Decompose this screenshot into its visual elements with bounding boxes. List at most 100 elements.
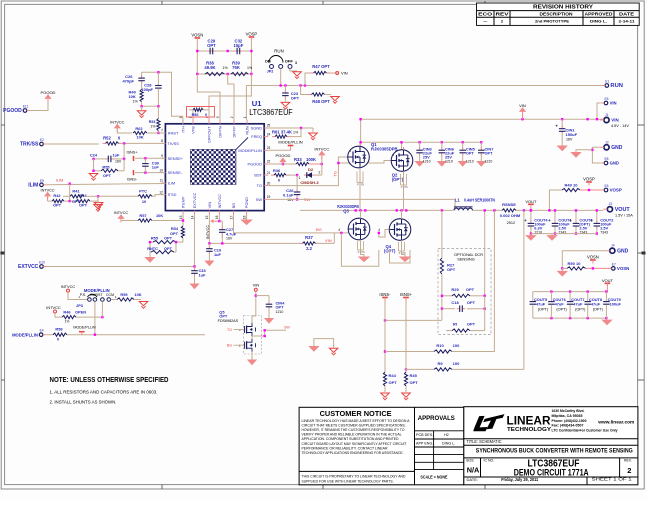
svg-text:6: 6: [179, 116, 183, 118]
svg-text:R50 10: R50 10: [568, 261, 582, 266]
svg-text:R49 10: R49 10: [565, 183, 579, 188]
svg-text:R58: R58: [55, 327, 63, 332]
svg-text:C33: C33: [199, 268, 207, 273]
svg-text:OPT: OPT: [485, 151, 494, 156]
svg-text:2.2: 2.2: [306, 246, 312, 251]
svg-text:20: 20: [267, 181, 271, 185]
svg-text:· P · PS: · P · PS: [356, 184, 365, 187]
svg-text:COUT2: COUT2: [600, 218, 614, 223]
svg-text:C26: C26: [286, 188, 294, 193]
svg-text:OPT: OPT: [467, 322, 476, 327]
svg-text:2.5V: 2.5V: [600, 226, 608, 231]
svg-text:MODE/PLLIN: MODE/PLLIN: [238, 148, 262, 153]
svg-text:FDS6982AS: FDS6982AS: [218, 319, 239, 323]
svg-text:TG: TG: [227, 328, 232, 332]
svg-text:—: —: [483, 19, 487, 24]
svg-text:R42: R42: [53, 193, 61, 198]
svg-text:VOSN: VOSN: [617, 266, 629, 271]
svg-text:3: 3: [216, 116, 220, 118]
svg-text:49.9K: 49.9K: [204, 65, 215, 70]
svg-text:E4: E4: [40, 329, 44, 333]
svg-text:REV: REV: [496, 12, 510, 17]
svg-text:OPT: OPT: [53, 203, 62, 208]
svg-text:16V: 16V: [566, 138, 573, 142]
svg-text:Q4: Q4: [386, 244, 392, 249]
svg-text:C32: C32: [235, 39, 243, 44]
svg-text:2: 2: [230, 116, 234, 118]
svg-text:13: 13: [179, 215, 183, 219]
svg-text:BG: BG: [231, 203, 236, 209]
svg-text:18: 18: [242, 215, 246, 219]
svg-text:R61 37.4K: R61 37.4K: [272, 130, 292, 135]
svg-text:ON: ON: [265, 59, 271, 64]
svg-text:1uF: 1uF: [152, 165, 160, 170]
svg-text:COUT5: COUT5: [534, 297, 548, 302]
svg-text:PGOOD: PGOOD: [41, 90, 56, 95]
svg-text:100: 100: [453, 343, 460, 348]
svg-text:4.7uF: 4.7uF: [226, 232, 237, 237]
svg-text:DIFFOUT: DIFFOUT: [206, 126, 211, 143]
svg-text:COUT8: COUT8: [589, 297, 603, 302]
svg-text:2512: 2512: [507, 221, 515, 225]
svg-text:CIRCUIT BOARD LAYOUT MAY SIGNI: CIRCUIT BOARD LAYOUT MAY SIGNIFICANTLY A…: [302, 441, 407, 446]
svg-text:D2: D2: [308, 167, 314, 172]
svg-text:INTVCC: INTVCC: [314, 146, 329, 151]
svg-text:1210: 1210: [466, 160, 474, 164]
svg-text:PGND: PGND: [244, 197, 249, 208]
svg-text:9: 9: [161, 154, 163, 158]
svg-text:ISNS+: ISNS+: [126, 151, 138, 155]
svg-text:E10: E10: [39, 261, 45, 265]
svg-text:MODE/PLLIN: MODE/PLLIN: [73, 326, 96, 330]
svg-text:LTC Confidential-For Customer: LTC Confidential-For Customer Use Only: [552, 427, 619, 432]
svg-text:TECHNOLOGY: TECHNOLOGY: [507, 427, 551, 433]
svg-text:OPT: OPT: [219, 314, 228, 319]
svg-text:0.002 OHM: 0.002 OHM: [500, 213, 521, 218]
svg-text:OPT: OPT: [466, 151, 475, 156]
svg-text:SCALE = NONE: SCALE = NONE: [420, 475, 447, 480]
svg-text:10K: 10K: [134, 292, 141, 297]
svg-text:ISNS-: ISNS-: [127, 178, 138, 182]
svg-text:6.3V: 6.3V: [534, 226, 542, 231]
svg-text:R44: R44: [389, 373, 397, 378]
svg-text:Phone: (408)432-1900: Phone: (408)432-1900: [552, 418, 588, 423]
svg-text:OPT: OPT: [291, 96, 300, 101]
svg-text:11: 11: [160, 179, 164, 183]
svg-text:47uF: 47uF: [573, 301, 583, 306]
svg-text:47uF: 47uF: [555, 301, 565, 306]
svg-text:C24: C24: [90, 153, 98, 158]
svg-text:E6: E6: [604, 184, 608, 188]
svg-text:4.5V - 14V: 4.5V - 14V: [611, 124, 629, 128]
svg-text:OPT: OPT: [410, 380, 419, 385]
svg-text:22: 22: [267, 160, 271, 164]
svg-text:Milpitas, CA 95035: Milpitas, CA 95035: [552, 413, 584, 418]
svg-text:REV.: REV.: [624, 458, 632, 462]
svg-text:CIN7: CIN7: [485, 147, 494, 152]
svg-text:R53: R53: [149, 120, 156, 124]
svg-text:4: 4: [392, 153, 394, 157]
svg-text:(OPT): (OPT): [384, 248, 396, 253]
svg-text:19: 19: [267, 195, 271, 199]
svg-text:H2: H2: [444, 433, 449, 437]
svg-text:VOSP: VOSP: [583, 177, 595, 182]
svg-text:Q3: Q3: [343, 209, 349, 214]
svg-text:J2: J2: [605, 140, 609, 144]
svg-text:47uF: 47uF: [536, 301, 546, 306]
svg-text:EXTVCC: EXTVCC: [18, 264, 39, 270]
svg-text:PGOOD: PGOOD: [275, 153, 290, 158]
svg-text:1%: 1%: [293, 131, 299, 135]
svg-text:R52: R52: [103, 136, 111, 141]
svg-text:· P · PS: · P · PS: [356, 251, 365, 254]
svg-text:ISNS-: ISNS-: [379, 292, 391, 297]
svg-text:· P · PS: · P · PS: [399, 186, 408, 189]
svg-text:CIN1: CIN1: [566, 128, 576, 133]
svg-text:1uF: 1uF: [199, 273, 207, 278]
svg-text:23: 23: [267, 146, 271, 150]
svg-text:C29: C29: [208, 39, 216, 44]
svg-text:INTVCC: INTVCC: [41, 188, 55, 192]
svg-text:BG: BG: [227, 344, 232, 348]
svg-text:R46: R46: [63, 310, 71, 315]
svg-text:0: 0: [278, 178, 281, 183]
svg-text:22uF: 22uF: [445, 151, 455, 156]
svg-text:RSNSE: RSNSE: [502, 202, 516, 207]
svg-text:MODE/PLLIN: MODE/PLLIN: [12, 332, 38, 337]
